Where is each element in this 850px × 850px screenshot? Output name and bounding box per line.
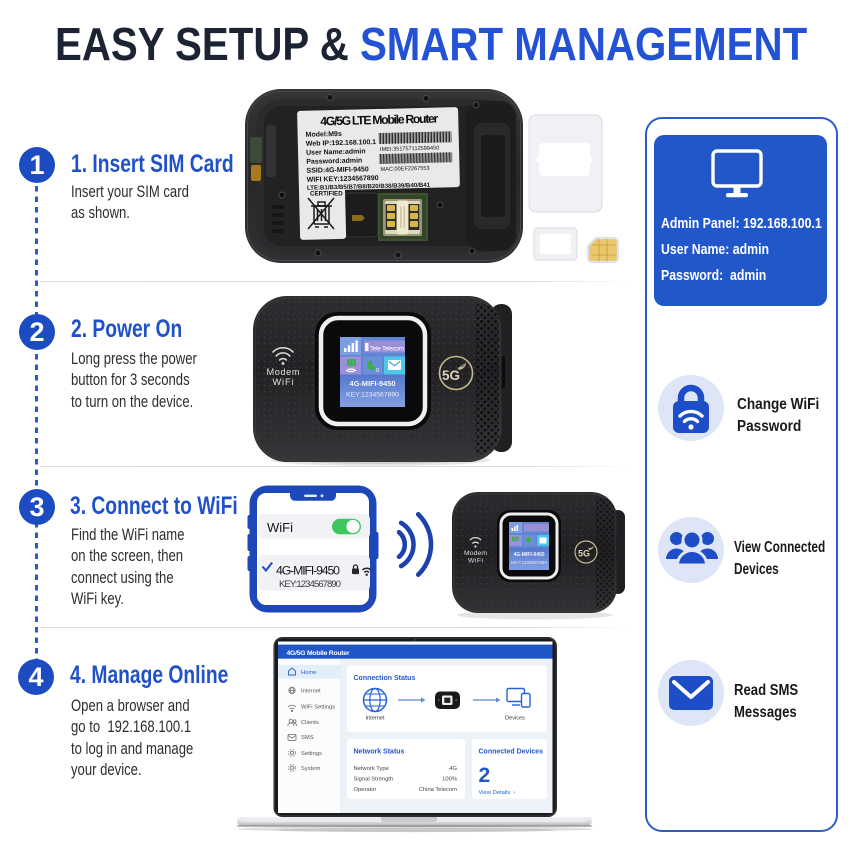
svg-text:WIFI KEY:1234567890: WIFI KEY:1234567890 [307,175,379,184]
svg-text:4G-MIFI-9450: 4G-MIFI-9450 [349,379,395,388]
svg-text:2: 2 [479,764,491,787]
svg-text:WiFi: WiFi [468,558,483,565]
svg-text:Devices: Devices [505,716,525,722]
svg-text:SMS: SMS [301,735,314,741]
svg-text:Connection Status: Connection Status [354,675,416,682]
svg-text:4G/5G LTE Mobile Router: 4G/5G LTE Mobile Router [320,112,439,129]
svg-text:Connected Devices: Connected Devices [479,749,544,756]
svg-text:Tele Telecom: Tele Telecom [370,346,404,353]
svg-text:Internet: Internet [301,689,321,695]
svg-text:4G/5G Mobile Router: 4G/5G Mobile Router [287,650,350,657]
svg-text:4G-MIFI-9450: 4G-MIFI-9450 [513,552,544,558]
svg-text:100%: 100% [442,777,457,783]
svg-text:Web IP:192.168.100.1: Web IP:192.168.100.1 [306,139,377,148]
svg-text:0: 0 [376,368,379,374]
svg-text:China Telecom: China Telecom [419,787,457,793]
svg-text:LTE:B1/B3/B5/B7/B8/B20/B38/B39: LTE:B1/B3/B5/B7/B8/B20/B38/B39/B40/B41 [307,182,431,192]
svg-text:WiFi Settings: WiFi Settings [301,704,335,710]
svg-text:Modem: Modem [464,550,487,557]
svg-text:Modem: Modem [267,367,300,377]
svg-text:CERTIFIED: CERTIFIED [310,191,343,198]
svg-text:Home: Home [301,670,316,676]
svg-text:KEY:1234567890: KEY:1234567890 [279,579,341,590]
svg-text:Internet: Internet [366,716,385,722]
svg-text:Signal Strength: Signal Strength [354,777,394,783]
svg-text:Operator: Operator [354,787,377,793]
svg-text:Password:admin: Password:admin [306,157,362,165]
svg-text:View Details ›: View Details › [479,790,516,796]
svg-text:KEY:1234567890: KEY:1234567890 [511,560,547,565]
svg-text:4G: 4G [449,766,457,772]
svg-text:4G-MIFI-9450: 4G-MIFI-9450 [276,564,340,578]
svg-text:Model:M9s: Model:M9s [306,131,342,139]
svg-text:System: System [301,766,320,772]
svg-text:Network Type: Network Type [354,766,389,772]
svg-text:KEY:1234567890: KEY:1234567890 [346,392,399,399]
svg-text:Settings: Settings [301,751,322,757]
svg-text:5G: 5G [578,549,590,559]
svg-text:WiFi: WiFi [273,377,294,387]
svg-text:Network Status: Network Status [354,749,405,756]
svg-text:5G: 5G [442,368,460,383]
svg-text:Clients: Clients [301,720,319,726]
svg-text:WiFi: WiFi [267,520,293,535]
svg-text:SSID:4G-MIFI-9450: SSID:4G-MIFI-9450 [306,166,368,175]
svg-text:IMEI:351757112599450: IMEI:351757112599450 [380,146,439,153]
svg-text:User Name:admin: User Name:admin [306,148,366,156]
svg-text:MAC:00EF2267553: MAC:00EF2267553 [380,166,429,173]
